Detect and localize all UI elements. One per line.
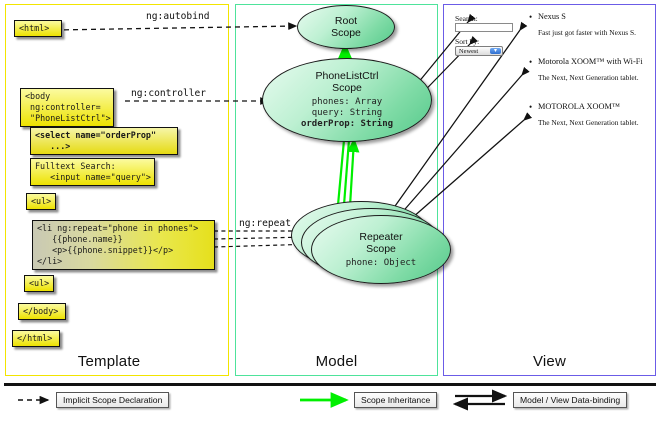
panel-title-view: View — [532, 353, 567, 370]
sort-by-selected-value: Newest — [459, 47, 479, 55]
scope-root-name-line1: Root — [334, 14, 358, 27]
code-box-body-open[interactable]: <body ng:controller= "PhoneListCtrl"> — [20, 88, 114, 128]
search-label: Search: — [455, 14, 478, 23]
scope-repeater-properties: phone: Object — [346, 258, 416, 269]
code-box-ul-open[interactable]: <ul> — [26, 193, 56, 211]
legend-divider — [4, 383, 656, 386]
phone-snippet-2: The Next, Next Generation tablet. — [538, 73, 639, 82]
sort-by-label: Sort by: — [455, 37, 480, 46]
phone-name-1[interactable]: Nexus S — [529, 12, 566, 22]
phone-name-3[interactable]: MOTOROLA XOOM™ — [529, 102, 620, 112]
code-box-fulltext-search[interactable]: Fulltext Search: <input name="query"> — [30, 158, 155, 187]
scope-root[interactable]: Root Scope — [297, 5, 395, 49]
phone-snippet-1: Fast just got faster with Nexus S. — [538, 28, 636, 37]
panel-title-template: Template — [77, 353, 141, 370]
code-box-li-repeat[interactable]: <li ng:repeat="phone in phones"> {{phone… — [32, 220, 215, 271]
property-phone: phone: Object — [345, 257, 417, 268]
label-ng-autobind: ng:autobind — [146, 11, 210, 22]
legend-scope-inheritance: Scope Inheritance — [354, 392, 438, 408]
scope-phonelistctrl[interactable]: PhoneListCtrl Scope phones: Array query:… — [262, 58, 432, 142]
phone-name-2[interactable]: Motorola XOOM™ with Wi-Fi — [529, 57, 643, 67]
legend-implicit-scope-declaration: Implicit Scope Declaration — [56, 392, 170, 408]
search-input[interactable] — [455, 23, 513, 32]
property-orderprop: orderProp: String — [300, 118, 394, 129]
panel-title-model: Model — [315, 353, 358, 370]
code-box-html-open[interactable]: <html> — [14, 20, 62, 38]
scope-repeater[interactable]: Repeater Scope phone: Object — [311, 215, 451, 284]
legend-model-view-data-binding: Model / View Data-binding — [513, 392, 628, 408]
scope-phonelistctrl-name-line2: Scope — [332, 82, 362, 95]
property-query: query: String — [311, 108, 383, 119]
label-ng-repeat: ng:repeat — [239, 218, 291, 229]
phone-snippet-3: The Next, Next Generation tablet. — [538, 118, 639, 127]
chevron-down-icon[interactable]: ▾ — [490, 48, 501, 54]
code-box-ul-close[interactable]: <ul> — [24, 275, 54, 293]
scope-phonelistctrl-name-line1: PhoneListCtrl — [315, 70, 379, 83]
property-phones: phones: Array — [311, 97, 383, 108]
scope-phonelistctrl-properties: phones: Array query: String orderProp: S… — [301, 97, 393, 129]
code-box-html-close[interactable]: </html> — [12, 330, 60, 348]
scope-root-name-line2: Scope — [331, 27, 361, 39]
panel-template: Template — [5, 4, 229, 376]
code-box-select-orderprop[interactable]: <select name="orderProp" ...> — [30, 127, 178, 156]
code-box-body-close[interactable]: </body> — [18, 303, 66, 321]
label-ng-controller: ng:controller — [131, 88, 207, 99]
scope-repeater-name-line1: Repeater — [359, 230, 403, 243]
sort-by-select[interactable]: Newest ▾ — [455, 46, 503, 56]
scope-repeater-name-line2: Scope — [366, 242, 396, 255]
